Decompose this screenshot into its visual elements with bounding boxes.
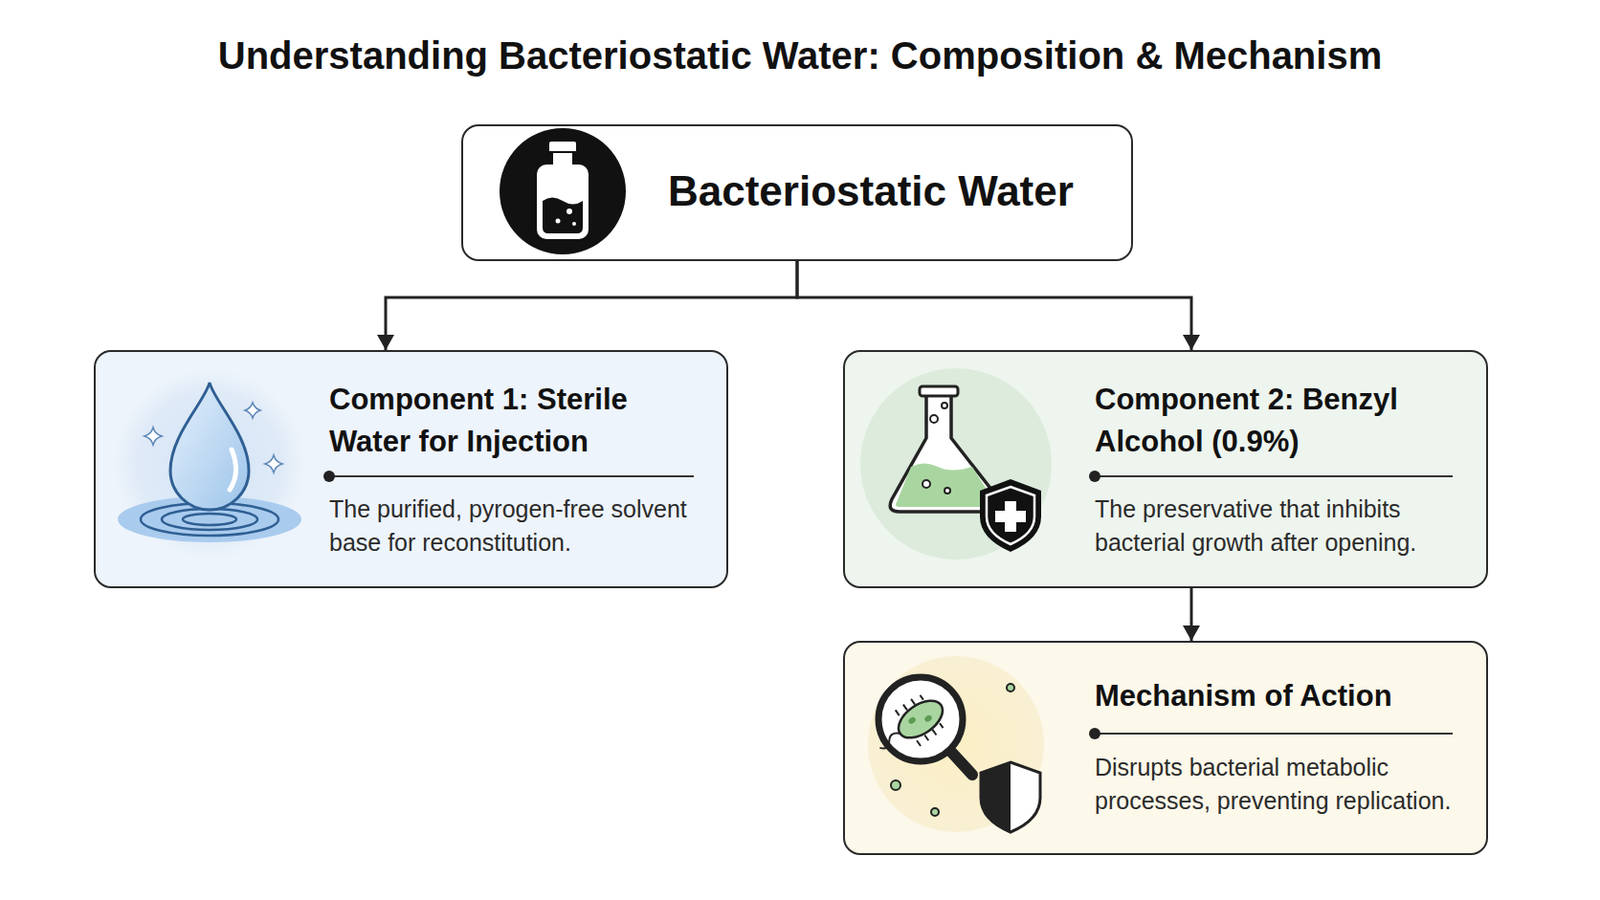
bottle-neck: [553, 153, 573, 167]
dividers: [323, 470, 1453, 740]
divider-line: [1094, 475, 1453, 478]
node-body: The preservative that inhibits bacterial…: [1094, 492, 1483, 560]
divider-line: [1094, 733, 1453, 735]
node-heading: Mechanism of Action: [1094, 675, 1483, 718]
shield-half: [980, 762, 1011, 833]
node-heading: Component 2: Benzyl Alcohol (0.9%): [1094, 378, 1478, 464]
root-heading: Bacteriostatic Water: [667, 166, 1118, 217]
magnifier-lens: [878, 677, 963, 762]
cross-symbol: [1004, 501, 1017, 533]
sparkle: [265, 455, 283, 473]
icon-circle: [499, 128, 626, 255]
bubble: [941, 402, 948, 409]
ripple: [161, 509, 258, 531]
divider-dot: [323, 470, 335, 483]
water-drop-icon: [113, 368, 306, 560]
pili: [895, 693, 945, 747]
shield-symbol: [979, 479, 1042, 553]
bubble: [572, 222, 577, 226]
shield-symbol: [980, 762, 1041, 833]
sparkle: [144, 427, 162, 445]
icon-circle: [113, 368, 306, 560]
cross-symbol: [995, 511, 1026, 523]
bottle-icon: [499, 128, 626, 255]
node-body: The purified, pyrogen-free solvent base …: [329, 492, 717, 560]
bacterium-spot: [907, 716, 917, 727]
node-body: Disrupts bacterial metabolic processes, …: [1094, 751, 1483, 819]
bottle-cap: [549, 141, 577, 154]
mechanism-box: Mechanism of ActionDisrupts bacterial me…: [843, 641, 1489, 856]
ripple: [140, 503, 279, 536]
connector-arrow: [797, 261, 1192, 351]
flask-rim: [919, 386, 958, 397]
water-pool: [117, 496, 302, 543]
cap-line: [549, 151, 577, 154]
flask-icon: [860, 368, 1052, 560]
bottle-liquid: [542, 198, 583, 235]
bubble: [566, 208, 573, 215]
component-box: Component 2: Benzyl Alcohol (0.9%) The pr…: [843, 350, 1489, 589]
connector-arrow: [1190, 588, 1194, 642]
bottle-body: [536, 164, 589, 240]
flask-body: [889, 395, 1001, 512]
bubble: [930, 415, 938, 423]
magnifier-handle: [951, 752, 973, 776]
dot: [1006, 684, 1015, 692]
root-box: Bacteriostatic Water: [461, 124, 1134, 262]
shield-outline: [986, 487, 1035, 545]
bacterium-spot: [923, 714, 934, 725]
bubble: [944, 488, 951, 494]
divider-dot: [1088, 728, 1101, 740]
magnifier-icon: [866, 656, 1045, 833]
bubble: [555, 219, 561, 224]
drop-highlight: [229, 449, 237, 490]
divider-dot: [1088, 470, 1101, 483]
water-drop: [170, 382, 249, 511]
divider-line: [329, 475, 694, 478]
flagellum: [877, 731, 903, 752]
bubble: [922, 480, 931, 489]
component-box: Component 1: Sterile Water for Injection…: [93, 350, 729, 589]
icon-circle: [860, 368, 1052, 560]
sparkle: [244, 402, 261, 419]
icon-circle: [867, 656, 1045, 833]
diagram-title: Understanding Bacteriostatic Water: Comp…: [0, 28, 1600, 83]
node-heading: Component 1: Sterile Water for Injection: [329, 378, 712, 464]
bacterium-symbol: [866, 687, 954, 766]
dot: [931, 808, 939, 817]
bacterium-body: [891, 693, 950, 746]
dot: [890, 780, 901, 791]
flask-liquid: [895, 464, 997, 509]
ripple: [182, 513, 237, 526]
connector-arrow: [385, 261, 798, 351]
